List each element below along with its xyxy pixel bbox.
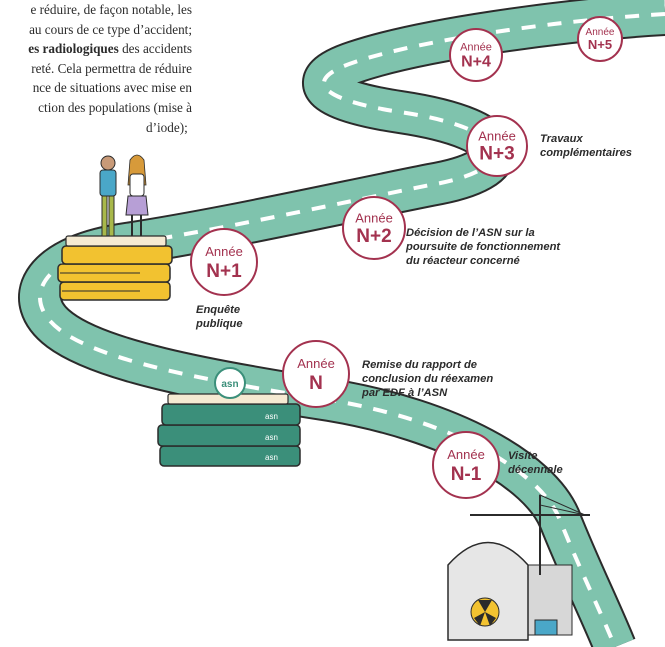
milestone-code: N+3 (479, 144, 514, 165)
milestone-year-label: Année (460, 41, 492, 53)
milestone-year-label: Année (205, 244, 243, 259)
milestone-caption-line: Décision de l’ASN sur la (406, 227, 535, 239)
intro-line: e réduire, de façon notable, les (30, 2, 192, 17)
milestone-caption-line: Remise du rapport de (362, 359, 477, 371)
milestone-code: N+4 (461, 54, 491, 71)
binder-label: asn (265, 433, 278, 442)
milestone-code: N (309, 373, 323, 394)
nuclear-reactor-icon (447, 494, 590, 641)
binder-label: asn (265, 412, 278, 421)
svg-text:asn: asn (221, 379, 238, 390)
intro-line: reté. Cela permettra de réduire (31, 60, 192, 76)
asn-logo: asn (214, 367, 246, 399)
green-binders-stack: asn asn asn (157, 393, 301, 467)
people-figures-icon (99, 154, 149, 237)
intro-line-rest: des accidents (118, 41, 192, 57)
binder-label: asn (265, 453, 278, 462)
milestone-caption-line: complémentaires (540, 147, 632, 159)
milestone-code: N+1 (206, 261, 242, 282)
milestone-caption-line: Visite (508, 450, 537, 462)
milestone-caption-line: Enquête (196, 304, 240, 316)
yellow-binders-stack (57, 235, 173, 301)
intro-line: nce de situations avec mise en (32, 80, 192, 96)
milestone-code: N-1 (451, 464, 482, 485)
intro-line: d’iode); (146, 119, 188, 135)
milestone-code: N+2 (356, 226, 391, 247)
milestone-year-label: Année (478, 129, 516, 144)
intro-paragraph: e réduire, de façon notable, les au cour… (0, 0, 192, 137)
milestone-caption-line: décennale (508, 464, 563, 476)
intro-bold: es radiologiques (28, 41, 119, 57)
milestone-caption-line: poursuite de fonctionnement (405, 241, 561, 253)
milestone-caption-line: conclusion du réexamen (362, 373, 493, 385)
milestone-year-label: Année (586, 27, 615, 38)
intro-line: au cours de ce type d’accident; (29, 21, 192, 37)
milestone-year-label: Année (355, 210, 393, 225)
milestone-code: N+5 (588, 37, 612, 52)
milestone-year-label: Année (447, 447, 485, 462)
milestone-caption-line: par EDF à l’ASN (361, 387, 448, 399)
milestone-year-label: Année (297, 356, 335, 371)
intro-line: ction des populations (mise à (38, 99, 192, 115)
intro-line: es radiologiques des accidents (0, 39, 192, 59)
milestone-caption-line: du réacteur concerné (406, 255, 520, 267)
milestone-caption-line: Travaux (540, 133, 583, 145)
winding-road (18, 0, 665, 647)
milestone-caption-line: publique (195, 318, 243, 330)
